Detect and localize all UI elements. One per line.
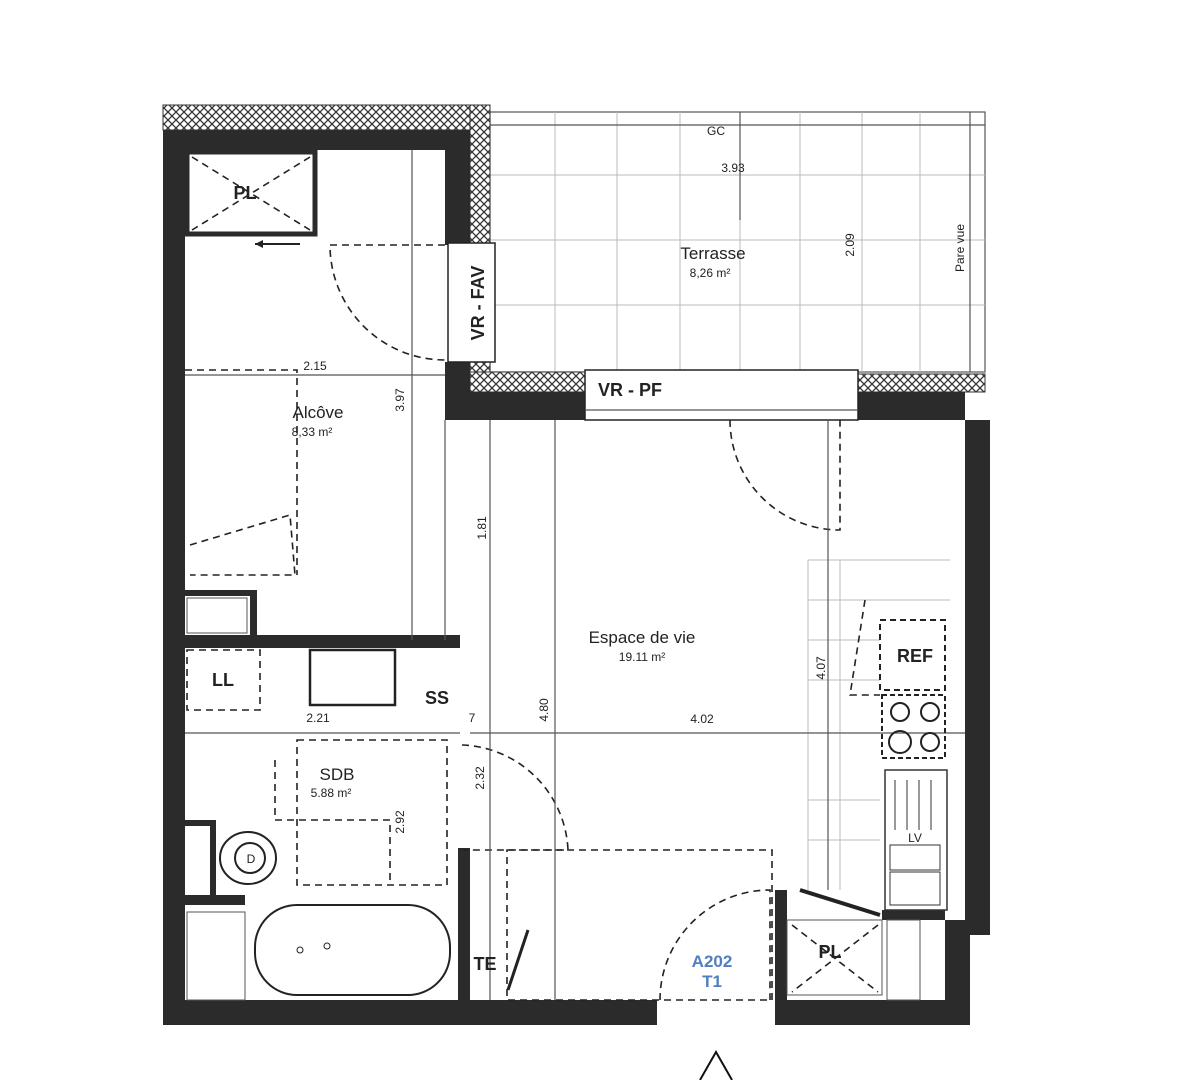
unit-type: T1: [702, 972, 722, 991]
room-area-sdb: 5.88 m²: [311, 786, 352, 800]
toilet-label: D: [247, 852, 256, 866]
dimension-label: 3.97: [393, 388, 407, 412]
terrace-tiles: [489, 111, 986, 373]
door-swing: [729, 419, 841, 531]
fridge-label: REF: [897, 646, 933, 666]
window-vr-fav: [447, 242, 496, 363]
room-name-sdb: SDB: [320, 765, 355, 784]
dimension-label: 4.07: [814, 656, 828, 680]
dimension-lines: [185, 112, 965, 1000]
entry-area: [506, 849, 773, 1001]
dimension-label: 2.92: [393, 810, 407, 834]
closet-pl-bottom: [786, 888, 921, 1001]
ss-label: SS: [425, 688, 449, 708]
gc-label: GC: [707, 124, 725, 138]
shower-area: [296, 739, 448, 886]
room-name-terrasse: Terrasse: [680, 244, 745, 263]
hatched-wall: [469, 104, 491, 246]
kitchen-sink: [884, 769, 948, 911]
closet-label: PL: [233, 183, 256, 203]
dimension-label: 7: [469, 711, 476, 725]
door-swing: [329, 244, 446, 361]
washbasin: [308, 648, 397, 707]
cooktop: [881, 694, 946, 759]
water-heater-label: TE: [473, 954, 496, 974]
washing-machine: [186, 649, 261, 711]
dimension-label: 4.02: [690, 712, 714, 726]
toilet: [219, 831, 277, 885]
dimension-label: 2.21: [306, 711, 330, 725]
storage: [186, 597, 248, 634]
window-label: VR - FAV: [468, 266, 488, 341]
room-name-alcove: Alcôve: [292, 403, 343, 422]
bed-outline: [189, 513, 296, 576]
closet-pl-top: [184, 149, 318, 248]
sink-label: LV: [908, 831, 922, 845]
washer-label: LL: [212, 670, 234, 690]
unit-number: A202: [692, 952, 733, 971]
dimension-label: 3.93: [721, 161, 745, 175]
walls: [163, 130, 990, 1025]
room-name-espace: Espace de vie: [589, 628, 696, 647]
window-label: VR - PF: [598, 380, 662, 400]
dimension-label: 2.32: [473, 766, 487, 790]
hatched-wall: [857, 373, 986, 393]
room-area-espace: 19.11 m²: [619, 650, 665, 664]
dimension-label: 2.09: [843, 233, 857, 257]
hatched-wall: [469, 371, 586, 393]
dimension-label: 4.80: [537, 698, 551, 722]
bathtub: [254, 904, 451, 996]
window-vr-pf: [584, 369, 859, 421]
fridge: [879, 619, 946, 691]
entry-door-swing: [659, 889, 771, 1001]
hatched-wall: [162, 104, 491, 131]
entry-arrow-icon: [699, 1049, 733, 1080]
door-swing: [461, 744, 569, 851]
dimension-label: 1.81: [475, 516, 489, 540]
dimension-label: 2.15: [303, 359, 327, 373]
kitchen-tiles: [807, 559, 950, 890]
room-area-alcove: 8,33 m²: [292, 425, 333, 439]
storage: [186, 911, 246, 1001]
closet-label: PL: [818, 942, 841, 962]
room-area-terrasse: 8,26 m²: [690, 266, 731, 280]
pare-vue-label: Pare vue: [953, 224, 967, 272]
